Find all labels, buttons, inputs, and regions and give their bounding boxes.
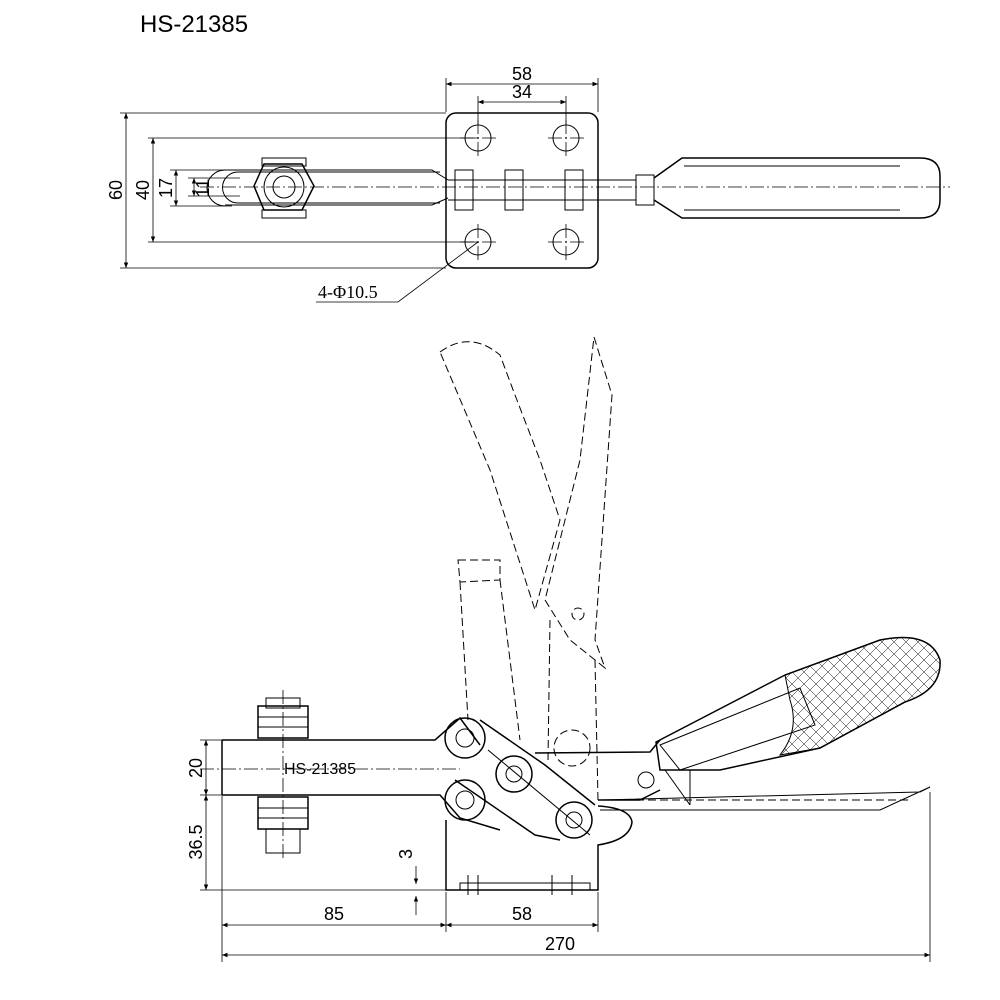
- dim-width: 58 34: [445, 64, 599, 124]
- hole-leader: [316, 241, 479, 303]
- link-pins: [448, 169, 636, 211]
- dim-3-label: 3: [396, 849, 416, 859]
- clamp-body: [221, 716, 661, 895]
- dim-17: 17: [156, 178, 176, 198]
- side-view: HS-21385 20 36.5 3 85 58 270: [186, 336, 941, 962]
- drawing-title: HS-21385: [140, 11, 248, 38]
- dim-11: 11: [193, 179, 213, 198]
- dim-85: 85: [324, 904, 344, 924]
- base-plate: [445, 112, 599, 269]
- handle-side: [599, 636, 941, 811]
- top-view: 58 34 60 40 17 11 4-Φ10.5: [106, 64, 950, 303]
- dim-side-length: 85 58 270: [221, 792, 931, 962]
- dim-3: 3: [396, 849, 419, 915]
- clamp-arm: [206, 169, 449, 207]
- spindle: [257, 690, 309, 860]
- dim-20: 20: [186, 758, 206, 778]
- dim-side-height: 20 36.5: [186, 739, 446, 891]
- dim-270: 270: [545, 934, 575, 954]
- spindle-nut: [253, 157, 315, 219]
- dim-58-top: 58: [512, 64, 532, 84]
- dim-height: 60 40 17 11: [106, 112, 478, 269]
- dim-40: 40: [133, 180, 153, 200]
- handle-top: [635, 157, 941, 219]
- dim-58-side: 58: [512, 904, 532, 924]
- dim-34: 34: [512, 82, 532, 102]
- hole-callout: 4-Φ10.5: [318, 282, 378, 302]
- dim-36-5: 36.5: [186, 824, 206, 859]
- open-position-phantom: [439, 336, 613, 801]
- body-label: HS-21385: [284, 761, 356, 778]
- dim-60: 60: [106, 180, 126, 200]
